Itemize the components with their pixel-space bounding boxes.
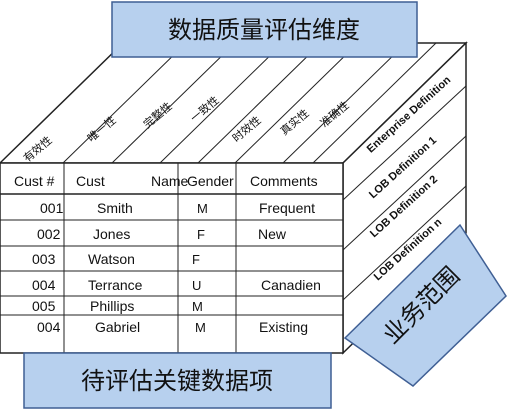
cell-gender: M (197, 201, 208, 216)
column-header-cust: Cust (76, 173, 105, 189)
cell-name: Terrance (88, 277, 143, 293)
top-face: 有效性 唯一性 完整性 一致性 时效性 真实性 准确性 (0, 42, 468, 165)
cell-name: Gabriel (95, 319, 140, 335)
top-face-divider (62, 42, 187, 164)
bottom-data-callout-box (23, 352, 332, 409)
top-face-divider (312, 42, 437, 164)
cell-gender: M (195, 320, 206, 335)
front-face-table: Cust # Cust Name Gender Comments 001 Smi… (0, 162, 344, 354)
cell-gender: U (192, 278, 201, 293)
cell-comments: New (258, 226, 287, 242)
column-header-comments: Comments (250, 173, 318, 189)
right-face: Enterprise Definition LOB Definition 1 L… (342, 41, 467, 355)
cell-cust-no: 002 (37, 226, 61, 242)
bottom-data-callout-text: 待评估关键数据项 (81, 368, 273, 395)
cell-cust-no: 005 (32, 298, 56, 314)
cell-name: Phillips (90, 298, 134, 314)
right-face-divider (342, 135, 467, 251)
column-header-cust-no: Cust # (14, 173, 55, 189)
cell-cust-no: 001 (40, 200, 64, 216)
top-face-divider (159, 42, 284, 164)
cell-comments: Existing (259, 319, 308, 335)
cell-gender: F (192, 252, 200, 267)
cell-cust-no: 004 (37, 319, 61, 335)
side-scope-callout-box (343, 223, 507, 387)
right-face-divider (342, 185, 467, 301)
top-face-divider (234, 42, 359, 164)
cell-name: Smith (97, 200, 133, 216)
top-dimension-callout-box (111, 1, 418, 58)
top-dimension-callout-text: 数据质量评估维度 (168, 17, 360, 44)
cell-gender: M (192, 299, 203, 314)
right-face-divider (342, 85, 467, 201)
bottom-data-callout: 待评估关键数据项 (23, 352, 332, 409)
top-face-divider (111, 42, 236, 164)
cell-cust-no: 004 (32, 277, 56, 293)
column-header-name: Name (151, 173, 189, 189)
cell-name: Jones (93, 226, 130, 242)
cell-gender: F (197, 227, 205, 242)
column-header-gender: Gender (187, 173, 234, 189)
top-face-divider (282, 42, 407, 164)
cell-cust-no: 003 (32, 251, 56, 267)
cell-comments: Frequent (259, 200, 315, 216)
cell-comments: Canadien (261, 277, 321, 293)
top-dimension-callout: 数据质量评估维度 (111, 1, 418, 58)
cell-name: Watson (88, 251, 135, 267)
top-face-divider (197, 42, 322, 164)
